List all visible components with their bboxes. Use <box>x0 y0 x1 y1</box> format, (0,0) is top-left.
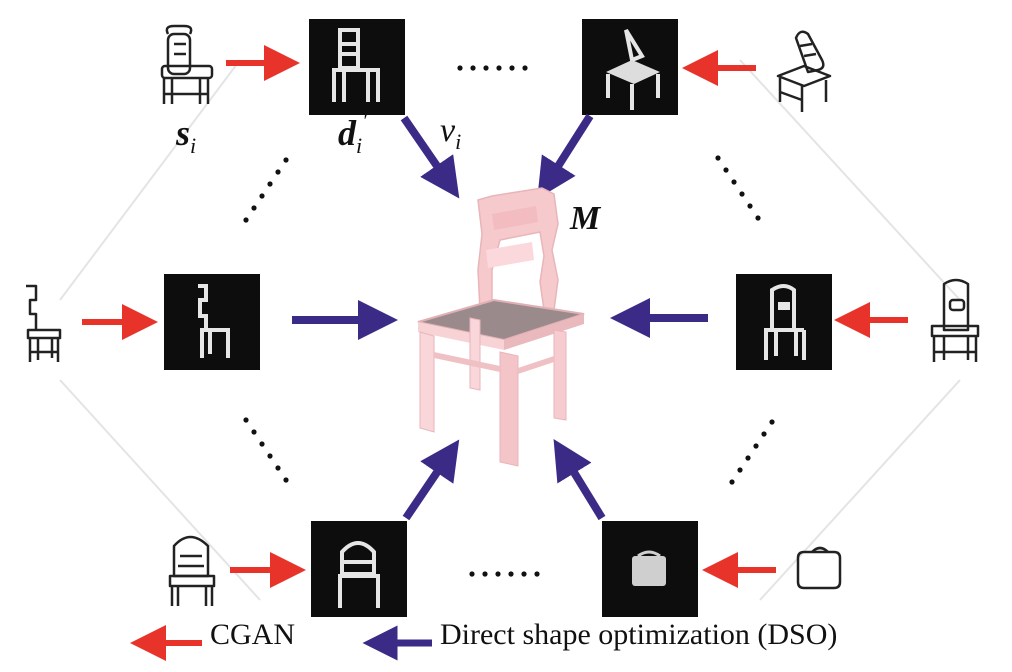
legend-cgan-label: CGAN <box>210 618 296 651</box>
depth-panel-top-left <box>309 19 405 115</box>
label-depth: di′ <box>338 108 367 159</box>
dso-arrow-top-right <box>537 113 594 199</box>
label-view: vi <box>440 112 462 154</box>
depth-panel-bottom-right <box>602 521 698 617</box>
ellipsis-dots <box>243 65 775 577</box>
dso-arrow-top-left <box>400 115 460 199</box>
dso-arrow-bottom-right <box>553 438 606 521</box>
sketch-bottom-right <box>796 546 842 590</box>
legend-dso-label: Direct shape optimization (DSO) <box>440 618 838 651</box>
model-m <box>417 187 585 467</box>
depth-panel-mid-left <box>164 274 260 370</box>
sketch-mid-right <box>930 278 980 362</box>
label-sketch: si <box>176 113 197 159</box>
dso-arrows <box>292 113 708 521</box>
sketch-mid-left <box>26 284 62 362</box>
sketch-bottom-left <box>168 535 216 606</box>
sketch-top-left <box>160 24 214 104</box>
depth-panel-bottom-left <box>311 521 407 617</box>
label-model: M <box>570 200 601 237</box>
sketch-top-right <box>776 30 832 112</box>
dso-arrow-bottom-left <box>402 439 460 521</box>
depth-panel-top-right <box>582 19 678 115</box>
hexagon-lines <box>59 59 961 601</box>
cgan-arrows <box>82 45 908 588</box>
depth-panel-mid-right <box>736 274 832 370</box>
